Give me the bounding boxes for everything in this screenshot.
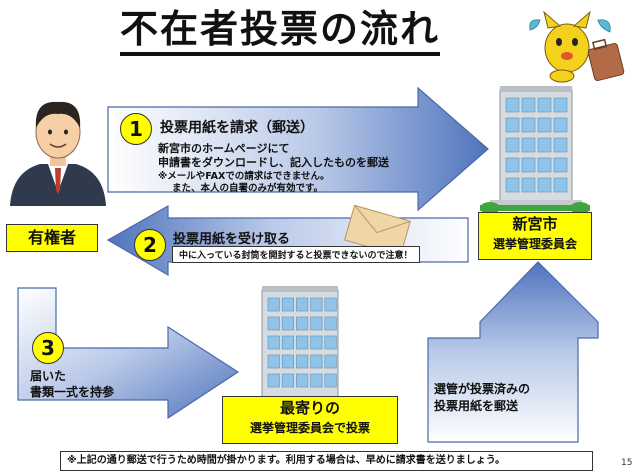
nearest-office-line1: 最寄りの <box>279 399 340 417</box>
building-window <box>281 373 295 388</box>
building-window <box>505 97 520 113</box>
step3-number: 3 <box>32 332 64 364</box>
building-window <box>324 373 337 388</box>
nearest-office-label: 最寄りの 選挙管理委員会で投票 <box>222 396 398 444</box>
building-window <box>296 316 309 331</box>
page-number: 15 <box>621 458 633 468</box>
building-window <box>521 177 536 193</box>
building-window <box>310 316 323 331</box>
building-window <box>310 354 323 369</box>
arrow-return <box>427 261 599 443</box>
building-window <box>281 335 295 350</box>
building-window <box>537 137 552 153</box>
page-title: 不在者投票の流れ <box>120 6 441 56</box>
building-window <box>505 137 520 153</box>
step1-line2: 申請書をダウンロードし、記入したものを郵送 <box>158 156 389 169</box>
city-office-label: 新宮市 選挙管理委員会 <box>478 212 592 260</box>
building-window <box>537 157 552 173</box>
building-window <box>521 97 536 113</box>
return-line2: 投票用紙を郵送 <box>434 399 519 413</box>
building-window <box>296 297 309 312</box>
footer-note: ※上記の通り郵送で行うため時間が掛かります。利用する場合は、早めに請求書を送りま… <box>60 451 593 471</box>
step1-heading: 投票用紙を請求（郵送） <box>160 120 314 136</box>
voter-label: 有権者 <box>6 224 98 252</box>
building-window <box>553 177 568 193</box>
return-line1: 選管が投票済みの <box>434 382 531 396</box>
building-window <box>324 354 337 369</box>
step1-number: 1 <box>120 113 152 145</box>
step2-heading: 投票用紙を受け取る <box>173 232 291 247</box>
step3-line1: 届いた <box>30 369 67 383</box>
building-window <box>310 297 323 312</box>
building-window <box>553 117 568 133</box>
building-window <box>537 117 552 133</box>
building-window <box>267 297 280 312</box>
building-window <box>281 354 295 369</box>
step1-note1: ※メールやFAXでの請求はできません。 <box>158 171 330 182</box>
arrow-request <box>107 86 489 212</box>
arrow-bring <box>17 287 240 420</box>
building-window <box>267 316 280 331</box>
city-office-name: 新宮市 <box>512 215 558 233</box>
building-window <box>505 157 520 173</box>
building-window <box>267 335 280 350</box>
building-window <box>537 177 552 193</box>
building-window <box>310 335 323 350</box>
building-window <box>537 97 552 113</box>
step2-number: 2 <box>134 229 166 261</box>
building-window <box>553 137 568 153</box>
building-window <box>324 297 337 312</box>
building-window <box>296 354 309 369</box>
building-window <box>521 117 536 133</box>
building-window <box>505 177 520 193</box>
nearest-office-line2: 選挙管理委員会で投票 <box>249 421 370 435</box>
step1-line1: 新宮市のホームページにて <box>158 142 290 155</box>
building-window <box>521 137 536 153</box>
building-window <box>553 157 568 173</box>
city-office-committee: 選挙管理委員会 <box>492 237 577 251</box>
step3-line2: 書類一式を持参 <box>30 385 115 399</box>
building-window <box>296 335 309 350</box>
building-window <box>281 316 295 331</box>
building-window <box>553 97 568 113</box>
building-window <box>505 117 520 133</box>
building-window <box>281 297 295 312</box>
mascot-icon <box>529 10 611 83</box>
building-window <box>324 335 337 350</box>
voter-avatar <box>10 101 106 206</box>
building-window <box>267 354 280 369</box>
suitcase-icon <box>587 38 625 82</box>
step1-note2: また、本人の自署のみが有効です。 <box>172 183 324 194</box>
building-window <box>324 316 337 331</box>
building-window <box>521 157 536 173</box>
step2-notice: 中に入っている封筒を開封すると投票できないので注意！ <box>172 246 420 263</box>
building-window <box>267 373 280 388</box>
building-window <box>310 373 323 388</box>
building-window <box>296 373 309 388</box>
